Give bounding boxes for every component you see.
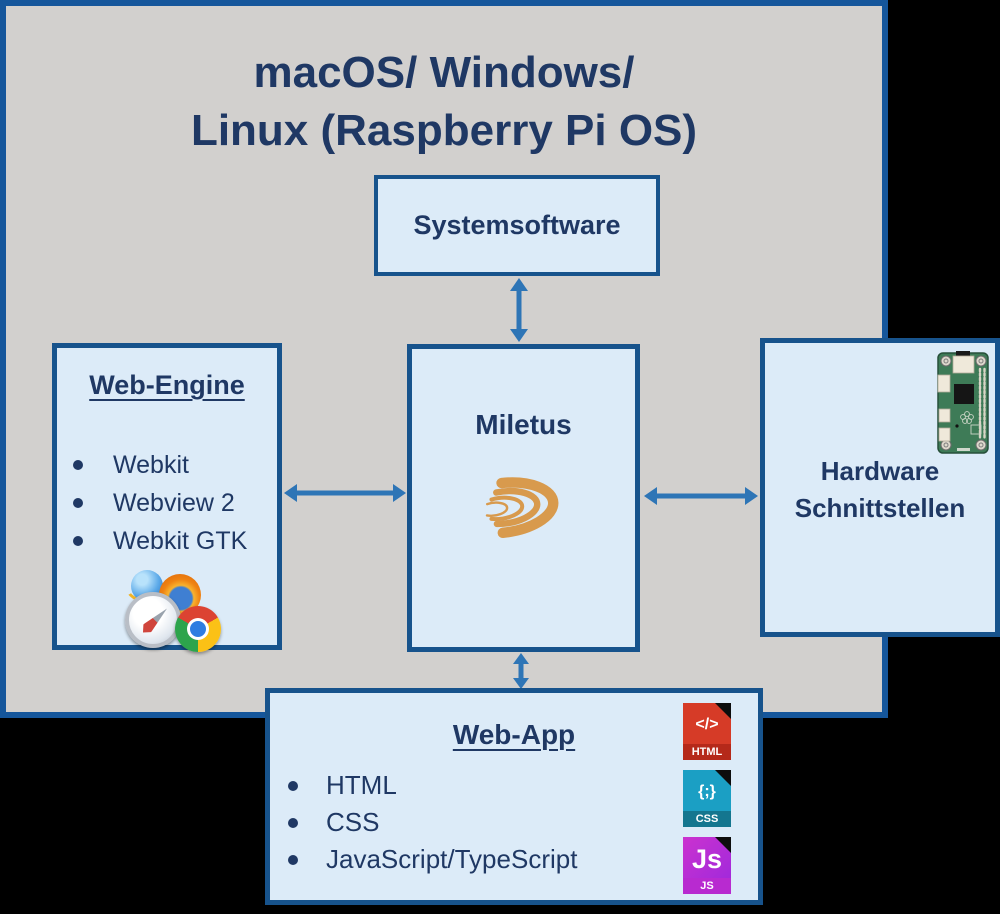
raspberry-pi-image <box>937 351 989 454</box>
bullet-icon <box>73 460 83 470</box>
html-glyph: </> <box>695 715 719 733</box>
hardware-box: Hardware Schnittstellen <box>760 338 1000 637</box>
web-engine-item-webkit: Webkit <box>113 450 189 479</box>
list-item: Webkit GTK <box>73 522 273 560</box>
arrow-webengine-miletus <box>284 484 406 502</box>
list-item: Webview 2 <box>73 484 273 522</box>
js-label: JS <box>683 878 731 894</box>
hardware-title-line1: Hardware <box>820 456 940 486</box>
web-app-box: Web-App HTML CSS JavaScript/TypeScript <… <box>265 688 763 905</box>
systemsoftware-label: Systemsoftware <box>413 210 621 240</box>
safari-icon <box>125 592 181 648</box>
css-label: CSS <box>683 811 731 827</box>
arrow-miletus-hardware <box>644 487 758 505</box>
bullet-icon <box>73 498 83 508</box>
hardware-title-line2: Schnittstellen <box>794 493 966 523</box>
miletus-swoosh-logo <box>485 477 559 539</box>
list-item: JavaScript/TypeScript <box>288 841 668 878</box>
web-engine-title: Web-Engine <box>89 370 245 400</box>
html-label: HTML <box>683 744 731 760</box>
list-item: Webkit <box>73 446 273 484</box>
miletus-box: Miletus <box>407 344 640 652</box>
js-glyph: Js <box>691 844 723 874</box>
arrow-miletus-webapp <box>513 653 529 689</box>
bullet-icon <box>288 854 298 865</box>
web-app-list: HTML CSS JavaScript/TypeScript <box>288 767 668 878</box>
os-title-line1: macOS/ Windows/ <box>253 48 635 97</box>
list-item: HTML <box>288 767 668 804</box>
html-file-icon: </> HTML <box>683 703 731 760</box>
safari-needle <box>139 605 171 637</box>
file-badges-column: </> HTML {;} CSS Js JS <box>683 703 733 894</box>
web-engine-item-webview2: Webview 2 <box>113 488 235 517</box>
os-title: macOS/ Windows/ Linux (Raspberry Pi OS) <box>0 44 888 160</box>
browser-icons-cluster <box>122 568 225 654</box>
chrome-icon-center <box>190 621 206 637</box>
web-engine-list: Webkit Webview 2 Webkit GTK <box>73 446 273 560</box>
bullet-icon <box>288 780 298 791</box>
systemsoftware-box: Systemsoftware <box>374 175 660 276</box>
arrow-systemsoftware-miletus <box>510 278 528 342</box>
bullet-icon <box>73 536 83 546</box>
list-item: CSS <box>288 804 668 841</box>
web-app-item-css: CSS <box>326 807 380 837</box>
os-title-line2: Linux (Raspberry Pi OS) <box>190 106 698 155</box>
web-engine-item-webkitgtk: Webkit GTK <box>113 526 248 555</box>
js-file-icon: Js JS <box>683 837 731 894</box>
bullet-icon <box>288 817 298 828</box>
web-engine-box: Web-Engine Webkit Webview 2 Webkit GTK <box>52 343 282 652</box>
miletus-label: Miletus <box>475 409 572 440</box>
web-app-title: Web-App <box>452 719 576 750</box>
web-app-item-html: HTML <box>326 770 397 800</box>
chrome-icon <box>175 606 221 652</box>
css-file-icon: {;} CSS <box>683 770 731 827</box>
hardware-title: Hardware Schnittstellen <box>765 453 995 527</box>
css-glyph: {;} <box>698 782 716 800</box>
web-app-item-js-ts: JavaScript/TypeScript <box>326 844 578 874</box>
